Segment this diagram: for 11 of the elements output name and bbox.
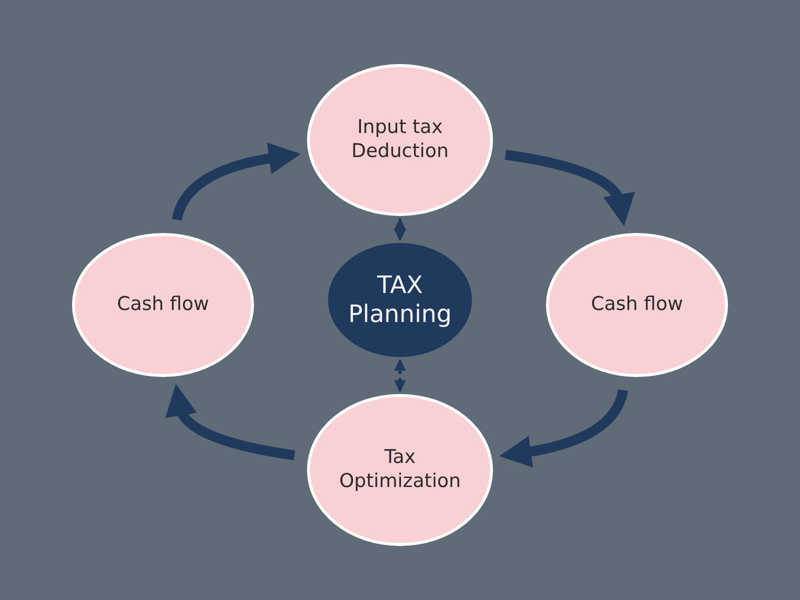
node-label: Input tax Deduction	[350, 116, 450, 164]
node-label: Tax Optimization	[338, 446, 462, 494]
double-arrow	[394, 218, 406, 242]
node-label: Cash flow	[116, 293, 210, 317]
curved-arrow	[504, 150, 634, 226]
curved-arrow	[172, 142, 301, 221]
node-label: TAX Planning	[347, 271, 453, 329]
double-arrow	[394, 358, 406, 392]
curved-arrow	[499, 389, 628, 468]
curved-arrow	[166, 384, 296, 460]
node-label: Cash flow	[590, 293, 684, 317]
